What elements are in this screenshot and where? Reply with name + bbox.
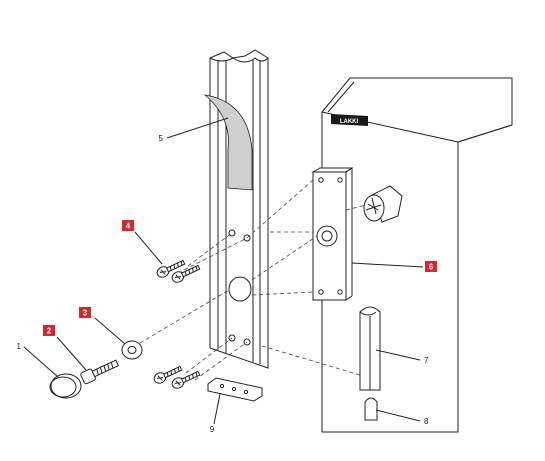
screws-upper [156,259,201,283]
cylinder-knob [363,185,403,223]
door-frame: LAKKI [321,77,513,433]
brand-plate-text: LAKKI [340,119,359,125]
callout-2-badge [43,325,55,336]
callout-5-text: 5 [159,134,164,143]
cover-cap [49,373,82,399]
screws-lower [153,365,201,389]
callout-4-badge [122,220,134,231]
callout-9-text: 9 [210,425,215,434]
callout-8-text: 8 [424,417,429,426]
callout-8: 8 [424,417,429,426]
callout-6-text: 6 [429,263,434,272]
callout-2-text: 2 [47,327,52,336]
lock-plate [311,167,354,301]
small-plate [207,377,263,402]
brand-plate: LAKKI [331,114,368,126]
callout-6: 6 [425,261,437,272]
callout-7: 7 [424,356,429,365]
callout-3-text: 3 [83,309,88,318]
callout-5: 5 [159,134,164,143]
callout-6-badge [425,261,437,272]
callout-1-text: 1 [17,342,22,351]
washer [121,340,143,360]
callout-9: 9 [210,425,215,434]
callout-2: 2 [43,325,55,336]
bolt [80,359,120,385]
callout-4-text: 4 [126,222,131,231]
latch-bar [359,306,381,391]
callout-4: 4 [122,220,134,231]
latch-pin [364,397,378,421]
callout-7-text: 7 [424,356,429,365]
lock-profile [203,49,269,369]
leader-lines [23,117,424,425]
adhesive-tape [203,94,253,191]
callout-3: 3 [79,307,91,318]
callout-1: 1 [17,342,22,351]
callout-3-badge [79,307,91,318]
assembly-lines [139,179,367,381]
